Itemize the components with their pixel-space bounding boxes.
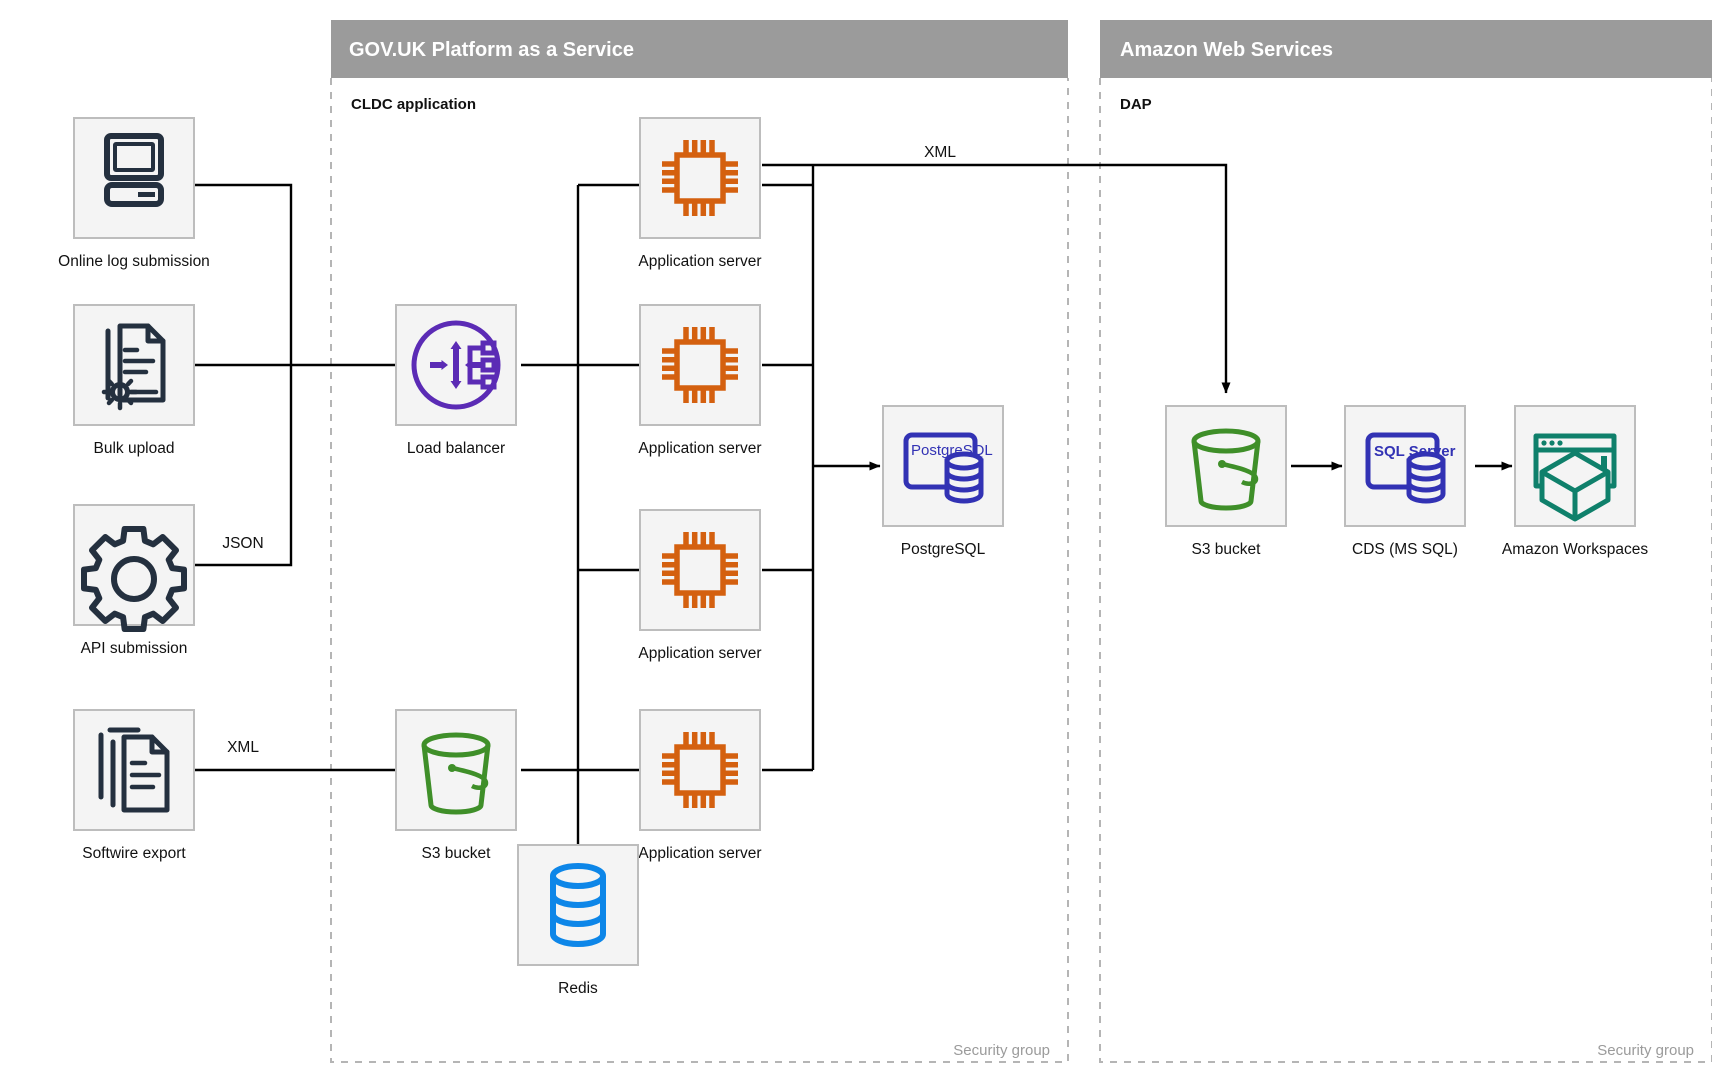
s3-bucket-icon	[421, 732, 491, 815]
node-app-server-4[interactable]: Application server	[638, 709, 762, 862]
node-softwire-export[interactable]: Softwire export	[73, 709, 195, 862]
cpu-chip-icon	[662, 732, 738, 808]
online-log-label: Online log submission	[58, 253, 210, 270]
cpu-chip-icon	[662, 532, 738, 608]
wire-online-log-to-bus	[194, 183, 293, 365]
database-cylinder-icon	[550, 863, 606, 947]
node-api-submission[interactable]: API submission	[73, 504, 195, 657]
paas-zone-sublabel: CLDC application	[351, 96, 476, 113]
node-app-server-3[interactable]: Application server	[638, 509, 762, 662]
paas-zone-header-label: GOV.UK Platform as a Service	[349, 39, 634, 61]
aws-security-group-label: Security group	[1597, 1042, 1694, 1059]
app-server-2-icon-box	[639, 304, 761, 426]
sql-server-icon: SQL Server	[1365, 432, 1456, 504]
edge-label-xml-dap: XML	[924, 144, 956, 161]
app-server-2-label: Application server	[638, 440, 761, 457]
cpu-chip-icon	[662, 140, 738, 216]
aws-zone-header-bar	[1100, 20, 1712, 78]
node-amazon-workspaces[interactable]: Amazon Workspaces	[1502, 405, 1648, 558]
postgresql-icon-box	[882, 405, 1004, 527]
redis-label: Redis	[558, 980, 598, 997]
wire-app1-xml-to-s3-aws	[762, 163, 1231, 394]
app-server-1-label: Application server	[638, 253, 761, 270]
node-s3-bucket-paas[interactable]: S3 bucket	[395, 709, 517, 862]
node-load-balancer[interactable]: Load balancer	[395, 304, 517, 457]
aws-security-group-border	[1099, 78, 1712, 1063]
node-app-server-1[interactable]: Application server	[638, 117, 762, 270]
wire-api-to-bus	[194, 365, 293, 567]
node-bulk-upload[interactable]: Bulk upload	[73, 304, 195, 457]
aws-zone-header-label: Amazon Web Services	[1120, 39, 1333, 61]
node-postgresql[interactable]: PostgreSQL PostgreSQL	[882, 405, 1004, 558]
load-balancer-icon	[411, 320, 501, 410]
edge-label-json: JSON	[222, 535, 263, 552]
node-s3-bucket-aws[interactable]: S3 bucket	[1165, 405, 1287, 558]
app-server-1-icon-box	[639, 117, 761, 239]
node-online-log[interactable]: Online log submission	[58, 117, 210, 270]
gear-icon	[81, 526, 187, 632]
aws-zone-sublabel: DAP	[1120, 96, 1152, 113]
api-submission-label: API submission	[81, 640, 188, 657]
app-server-4-label: Application server	[638, 845, 761, 862]
paas-security-group-border	[330, 78, 1069, 1063]
postgresql-label: PostgreSQL	[901, 541, 986, 558]
document-stack-icon	[98, 727, 170, 813]
cds-icon-box	[1344, 405, 1466, 527]
bulk-upload-icon-box	[73, 304, 195, 426]
edge-label-xml-softwire: XML	[227, 739, 259, 756]
paas-security-group-label: Security group	[953, 1042, 1050, 1059]
app-server-4-icon-box	[639, 709, 761, 831]
document-gear-icon	[101, 323, 166, 411]
app-server-3-label: Application server	[638, 645, 761, 662]
amazon-workspaces-label: Amazon Workspaces	[1502, 541, 1648, 558]
cpu-chip-icon	[662, 327, 738, 403]
bulk-upload-label: Bulk upload	[93, 440, 174, 457]
softwire-export-label: Softwire export	[82, 845, 186, 862]
desktop-computer-icon	[104, 133, 164, 207]
node-cds[interactable]: SQL Server CDS (MS SQL)	[1344, 405, 1466, 558]
s3-bucket-icon	[1191, 428, 1261, 511]
paas-zone-header-bar	[331, 20, 1068, 78]
node-app-server-2[interactable]: Application server	[638, 304, 762, 457]
postgresql-icon: PostgreSQL	[903, 432, 993, 504]
s3-bucket-paas-label: S3 bucket	[422, 845, 492, 862]
app-server-3-icon-box	[639, 509, 761, 631]
node-redis[interactable]: Redis	[517, 844, 639, 997]
amazon-workspaces-icon	[1533, 433, 1617, 522]
cds-label: CDS (MS SQL)	[1352, 541, 1458, 558]
load-balancer-label: Load balancer	[407, 440, 505, 457]
s3-bucket-aws-label: S3 bucket	[1192, 541, 1262, 558]
